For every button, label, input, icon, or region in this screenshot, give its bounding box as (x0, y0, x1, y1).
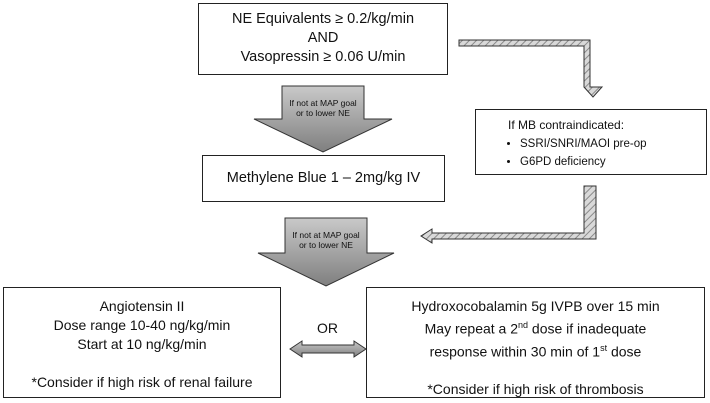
list-item: SSRI/SNRI/MAOI pre-op (520, 135, 706, 153)
first-arrow-label: If not at MAP goal or to lower NE (289, 98, 357, 118)
angiotensin-note: *Consider if high risk of renal failure (31, 374, 253, 390)
hydroxocobalamin-box: Hydroxocobalamin 5g IVPB over 15 min May… (366, 287, 705, 398)
contraindication-list: SSRI/SNRI/MAOI pre-op G6PD deficiency (476, 135, 706, 171)
angiotensin-box: Angiotensin II Dose range 10-40 ng/kg/mi… (3, 287, 281, 398)
list-item: G6PD deficiency (520, 153, 706, 171)
vasopressor-threshold-box: NE Equivalents ≥ 0.2/kg/min AND Vasopres… (198, 3, 448, 75)
angiotensin-start-dose: Start at 10 ng/kg/min (77, 336, 207, 352)
down-arrow-first (253, 85, 393, 153)
vasopressin-text: Vasopressin ≥ 0.06 U/min (240, 49, 406, 65)
elbow-arrow-to-second-step (420, 185, 597, 244)
down-arrow-second (257, 217, 395, 287)
elbow-arrow-to-contraindication (458, 39, 604, 98)
and-text: AND (307, 30, 339, 46)
ne-equivalents-text: NE Equivalents ≥ 0.2/kg/min (231, 11, 415, 27)
hydroxocobalamin-note: *Consider if high risk of thrombosis (427, 381, 644, 398)
angiotensin-title: Angiotensin II (99, 298, 185, 314)
angiotensin-dose-range: Dose range 10-40 ng/kg/min (53, 317, 231, 333)
second-arrow-label: If not at MAP goal or to lower NE (292, 230, 360, 250)
hydroxocobalamin-dose: Hydroxocobalamin 5g IVPB over 15 min (411, 298, 660, 314)
methylene-blue-box: Methylene Blue 1 – 2mg/kg IV (202, 155, 445, 202)
hydroxocobalamin-response: response within 30 min of 1st dose (429, 342, 642, 360)
contraindication-title: If MB contraindicated: (508, 118, 625, 132)
or-label: OR (317, 320, 338, 336)
methylene-blue-text: Methylene Blue 1 – 2mg/kg IV (226, 170, 421, 186)
mb-contraindication-box: If MB contraindicated: SSRI/SNRI/MAOI pr… (475, 109, 707, 175)
double-arrow-or (289, 340, 367, 358)
hydroxocobalamin-repeat: May repeat a 2nd dose if inadequate (424, 320, 647, 337)
